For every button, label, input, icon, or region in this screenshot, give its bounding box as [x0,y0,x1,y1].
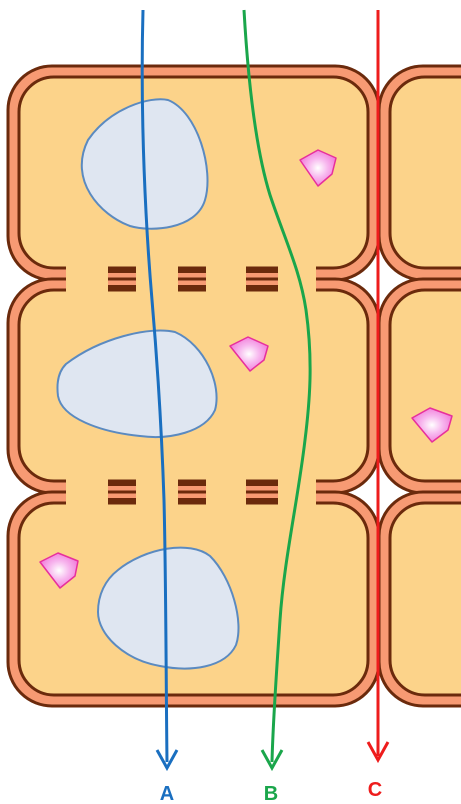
pathway-b-label: B [264,783,278,804]
cell-middle-right [379,279,461,493]
cell-top-right [379,66,461,280]
cell-bottom-right [379,492,461,706]
pathway-a-label: A [160,783,174,804]
pathway-c-label: C [368,779,382,801]
